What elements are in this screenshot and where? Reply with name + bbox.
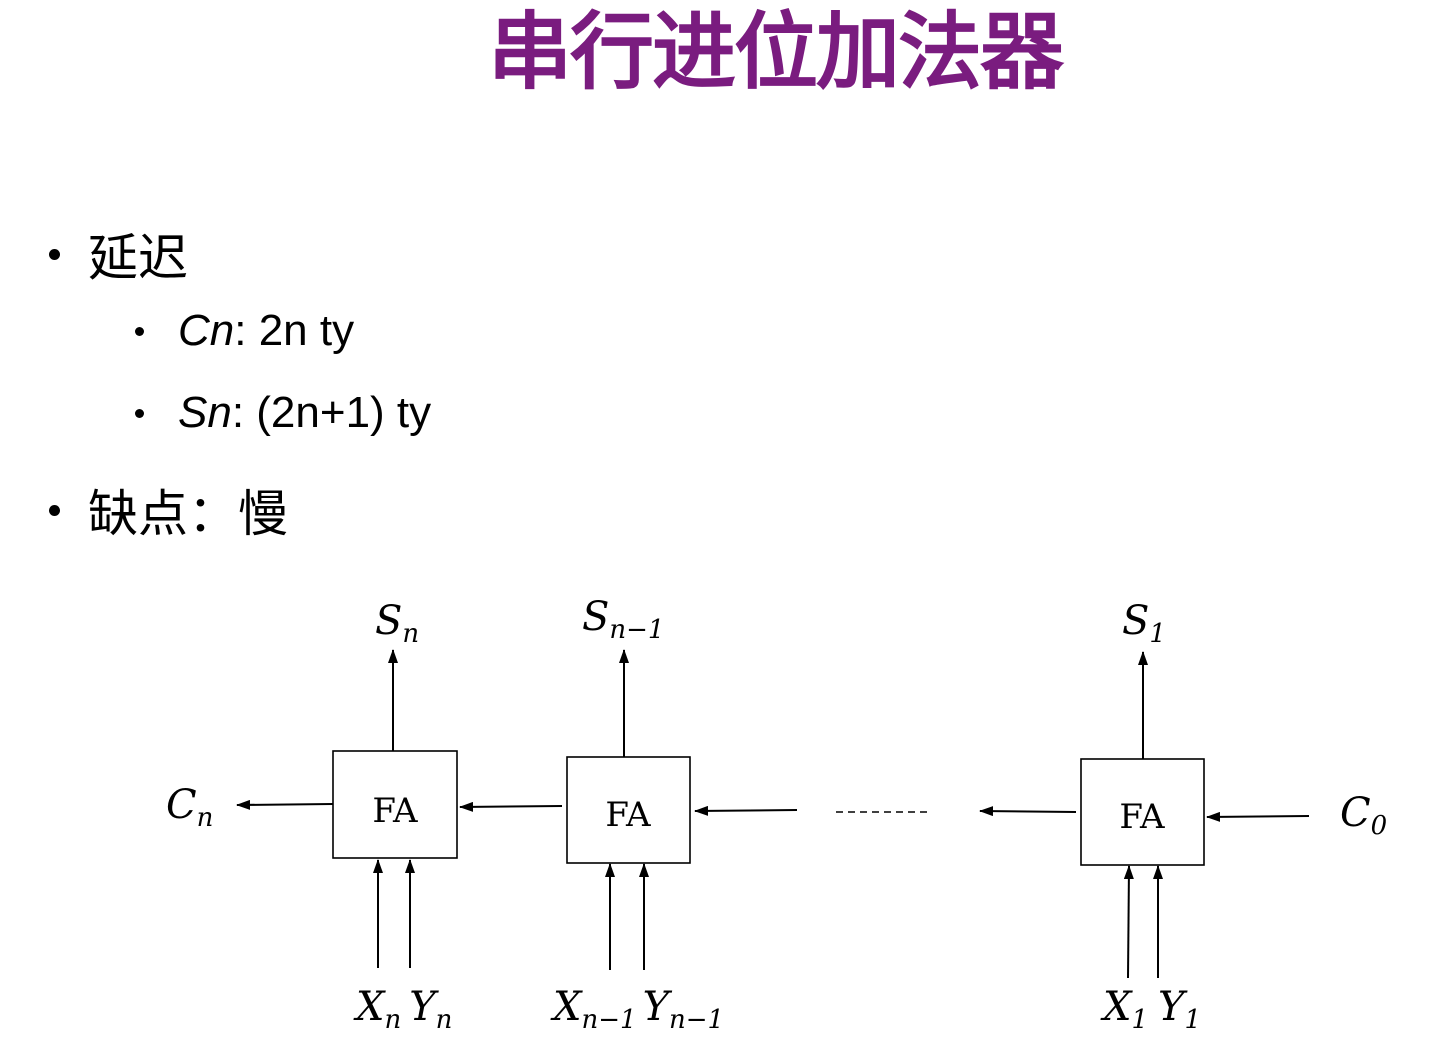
sum-label: Sn−1 bbox=[582, 594, 664, 645]
bullet-cn-delay: Cn: 2n ty bbox=[135, 306, 354, 356]
carry-arrow-into-cell2 bbox=[694, 805, 798, 816]
bullet-text: : 2n ty bbox=[234, 306, 355, 355]
fa-box bbox=[332, 750, 458, 859]
carry-arrow-from-cell3 bbox=[979, 806, 1077, 817]
page-title: 串行进位加法器 bbox=[487, 3, 1064, 101]
carry-out-arrow bbox=[236, 799, 334, 810]
bullet-text: 缺点：慢 bbox=[88, 485, 288, 543]
carry-out-label: Cn bbox=[166, 782, 213, 833]
bullet-text: : (2n+1) ty bbox=[231, 388, 432, 437]
sum-label: Sn bbox=[375, 598, 419, 649]
bullet-dot bbox=[135, 408, 144, 418]
fa-box bbox=[566, 756, 691, 864]
bullet-delay: 延迟 bbox=[49, 218, 188, 290]
sum-label: S1 bbox=[1122, 598, 1166, 649]
carry-arrow-cell2-to-cell1 bbox=[459, 801, 563, 812]
fa-label: FA bbox=[605, 795, 651, 835]
carry-in-label: C0 bbox=[1340, 790, 1387, 841]
bullet-dot bbox=[49, 248, 60, 260]
bullet-drawback: 缺点：慢 bbox=[49, 474, 288, 546]
bullet-variable: Sn bbox=[178, 388, 232, 437]
fa-label: FA bbox=[372, 791, 418, 831]
bullet-dot bbox=[49, 504, 60, 516]
bullet-text: 延迟 bbox=[88, 229, 188, 287]
fa-label: FA bbox=[1119, 797, 1165, 837]
bullet-dot bbox=[135, 326, 144, 336]
carry-in-arrow bbox=[1206, 811, 1310, 822]
bullet-sn-delay: Sn: (2n+1) ty bbox=[135, 388, 431, 438]
bullet-variable: Cn bbox=[178, 306, 235, 355]
x-input-arrow bbox=[1123, 865, 1134, 979]
